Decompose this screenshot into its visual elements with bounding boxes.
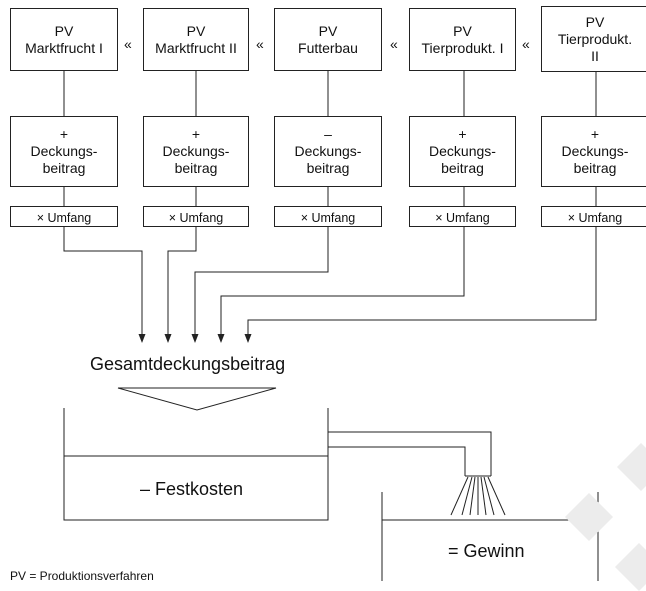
db-box-tierprodukt-2: + Deckungs- beitrag — [541, 116, 646, 187]
umfang-box-tierprodukt-1: × Umfang — [409, 206, 516, 227]
precedence-separator: « — [522, 36, 530, 52]
pv-box-label: Marktfrucht II — [155, 39, 237, 56]
festkosten-container — [63, 408, 329, 521]
pv-box-tierprodukt-1: PV Tierprodukt. I — [409, 8, 516, 71]
flow-route-4 — [220, 227, 465, 335]
umfang-label: × Umfang — [567, 211, 623, 225]
db-box-tierprodukt-1: + Deckungs- beitrag — [409, 116, 516, 187]
db-label: Deckungs- — [30, 143, 98, 159]
db-label: Deckungs- — [429, 143, 496, 159]
db-label: beitrag — [174, 160, 218, 176]
pv-box-label: PV — [54, 22, 74, 39]
spray-line — [483, 476, 495, 516]
festkosten-label: – Festkosten — [140, 479, 244, 499]
db-label: beitrag — [573, 160, 617, 176]
umfang-box-futterbau: × Umfang — [274, 206, 382, 227]
umfang-label: × Umfang — [36, 211, 92, 225]
pv-box-marktfrucht-1: PV Marktfrucht I — [10, 8, 118, 71]
flow-route-3 — [194, 227, 329, 335]
flow-route-5 — [247, 227, 597, 335]
pv-box-label: II — [591, 47, 599, 64]
db-label: Deckungs- — [561, 143, 629, 159]
db-box-futterbau: – Deckungs- beitrag — [274, 116, 382, 187]
umfang-box-marktfrucht-1: × Umfang — [10, 206, 118, 227]
overflow-pipe-inner — [328, 446, 466, 476]
flow-route-2 — [167, 227, 197, 335]
arrowhead — [244, 334, 252, 343]
precedence-separator: « — [256, 36, 264, 52]
pv-box-label: Marktfrucht I — [25, 39, 103, 56]
spray-line — [480, 476, 487, 516]
overflow-pipe-outer — [328, 431, 492, 476]
db-sign: – — [324, 126, 332, 142]
db-label: beitrag — [441, 160, 484, 176]
pv-box-label: PV — [318, 22, 338, 39]
pv-box-label: Tierprodukt. I — [421, 39, 504, 56]
db-box-marktfrucht-2: + Deckungs- beitrag — [143, 116, 249, 187]
pv-box-label: PV — [585, 13, 605, 30]
precedence-separator: « — [124, 36, 132, 52]
pv-box-tierprodukt-2: PV Tierprodukt. II — [541, 6, 646, 72]
gesamtdeckungsbeitrag-label: Gesamtdeckungsbeitrag — [90, 354, 286, 374]
pv-box-label: Tierprodukt. — [557, 30, 633, 47]
umfang-box-marktfrucht-2: × Umfang — [143, 206, 249, 227]
spray-line — [469, 476, 476, 516]
pv-box-label: Futterbau — [298, 39, 358, 56]
db-label: beitrag — [306, 160, 350, 176]
pv-box-label: PV — [186, 22, 206, 39]
precedence-separator: « — [390, 36, 398, 52]
umfang-label: × Umfang — [435, 211, 490, 225]
footnote: PV = Produktionsverfahren — [10, 569, 154, 583]
gewinn-label: = Gewinn — [448, 541, 525, 561]
pv-box-label: PV — [453, 22, 472, 39]
db-sign: + — [191, 126, 201, 142]
db-label: Deckungs- — [162, 143, 230, 159]
spray-line — [461, 476, 473, 516]
umfang-label: × Umfang — [300, 211, 356, 225]
db-box-marktfrucht-1: + Deckungs- beitrag — [10, 116, 118, 187]
db-label: Deckungs- — [294, 143, 362, 159]
arrowhead — [164, 334, 172, 343]
db-label: beitrag — [42, 160, 86, 176]
flow-arrowheads — [138, 334, 252, 343]
umfang-box-tierprodukt-2: × Umfang — [541, 206, 646, 227]
pv-box-marktfrucht-2: PV Marktfrucht II — [143, 8, 249, 71]
pv-box-futterbau: PV Futterbau — [274, 8, 382, 71]
flow-lines — [63, 71, 597, 335]
funnel-triangle — [117, 387, 277, 411]
spray-line — [487, 476, 506, 516]
arrowhead — [138, 334, 146, 343]
flow-route-1 — [63, 227, 143, 335]
arrowhead — [191, 334, 199, 343]
arrowhead — [217, 334, 225, 343]
umfang-label: × Umfang — [168, 211, 224, 225]
db-sign: + — [458, 126, 467, 142]
db-sign: + — [590, 126, 600, 142]
db-sign: + — [59, 126, 69, 142]
spray-lines — [450, 476, 506, 516]
spray-line — [450, 476, 469, 516]
